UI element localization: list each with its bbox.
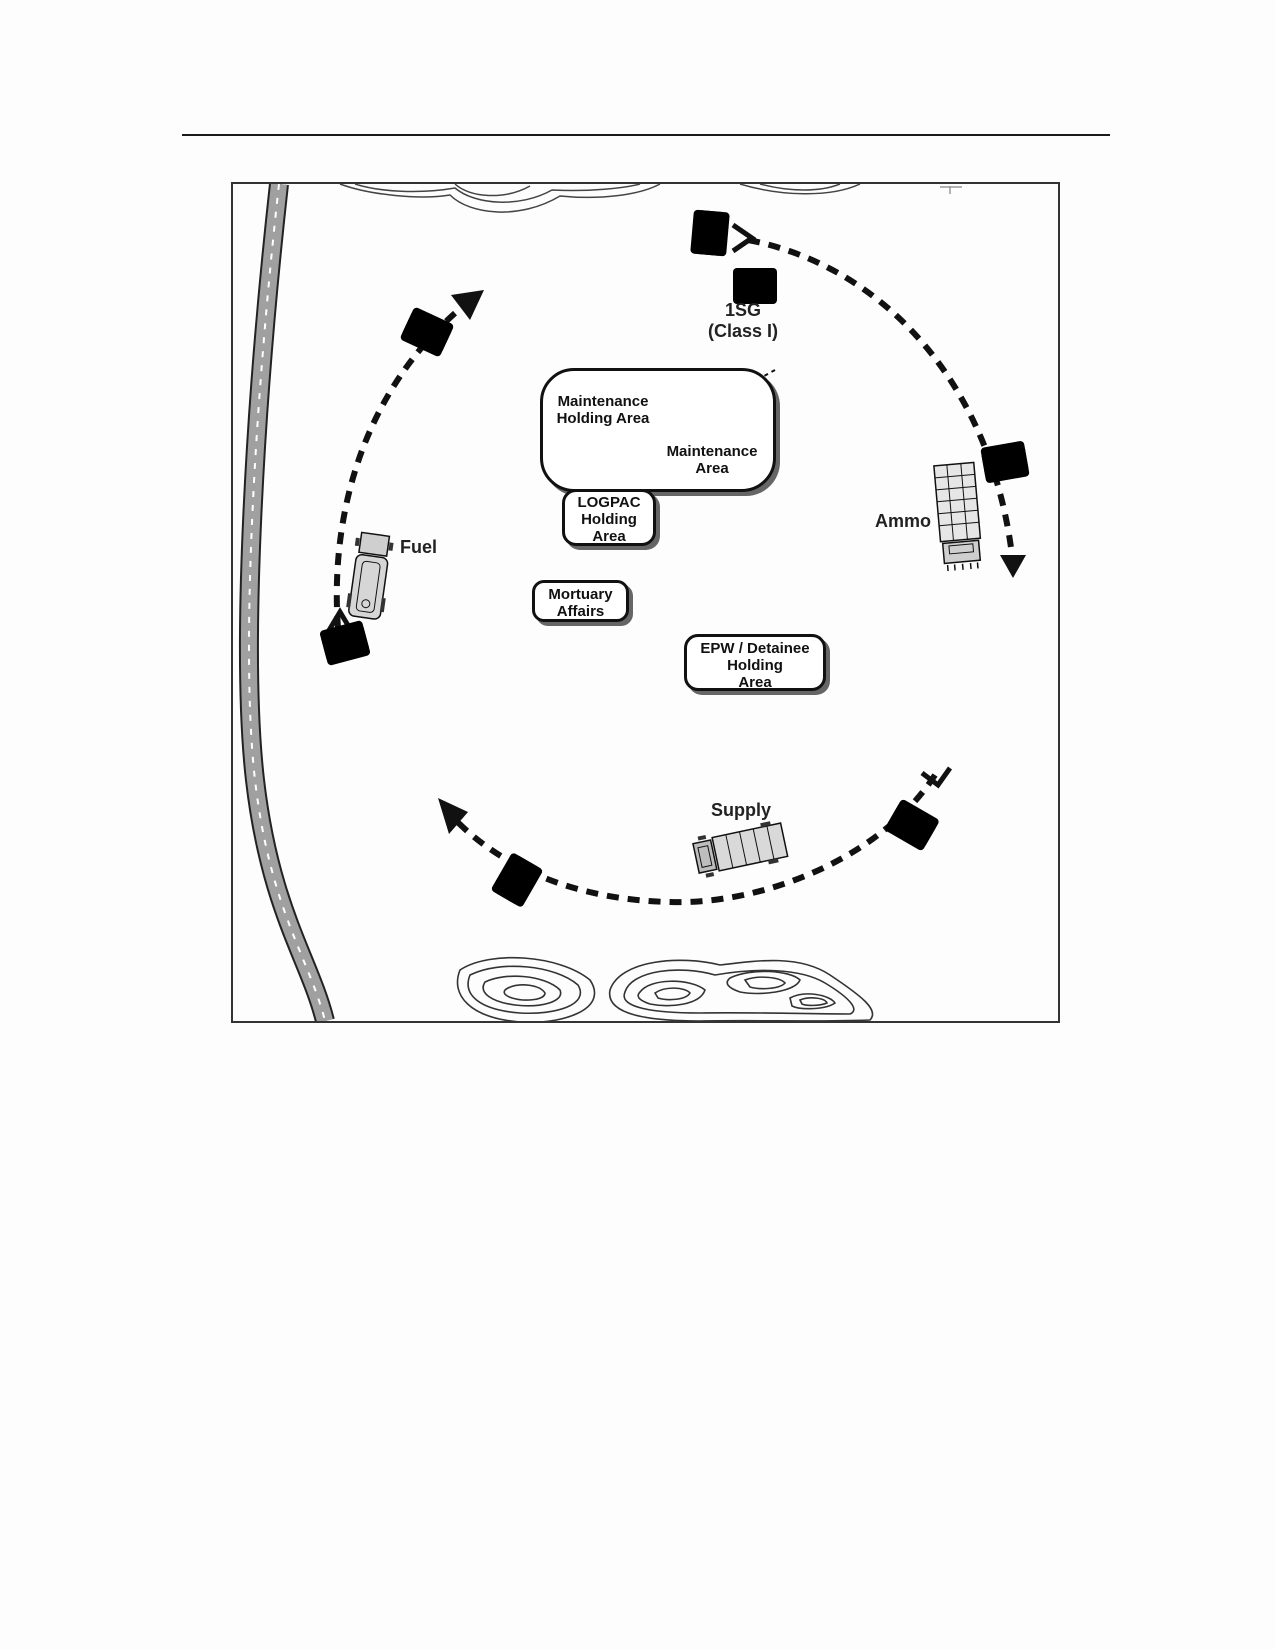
hmmwv-icon: [490, 851, 544, 909]
fuel-label: Fuel: [400, 537, 437, 557]
road: [238, 184, 335, 1021]
arrowhead-supply: [438, 798, 468, 834]
logpac-holding-area-box: LOGPAC Holding Area: [562, 489, 656, 546]
arc-fuel-route: [333, 299, 470, 629]
maintenance-holding-area-label: Maintenance Holding Area: [556, 393, 650, 427]
arrowhead-fuel: [451, 290, 484, 320]
epw-detainee-holding-area-box: EPW / Detainee Holding Area: [684, 634, 826, 691]
bottom-contours: [456, 956, 874, 1021]
hmmwv-icon: [733, 268, 777, 304]
chevron-ammo-start: [731, 222, 757, 254]
hmmwv-icon: [980, 440, 1030, 484]
maintenance-area-box: [540, 368, 776, 492]
header-rule: [182, 134, 1110, 136]
arrowhead-ammo: [1000, 555, 1026, 578]
maintenance-area-label: Maintenance Area: [666, 443, 758, 477]
hmmwv-icon: [399, 306, 455, 358]
ammo-label: Ammo: [875, 511, 931, 531]
first-sergeant-label: 1SG: [725, 300, 761, 320]
chevron-supply-start: [920, 766, 953, 789]
class-one-label: (Class I): [708, 321, 778, 341]
hmmwv-icon: [883, 798, 941, 852]
supply-truck-icon: [692, 821, 789, 878]
mortuary-affairs-box: Mortuary Affairs: [532, 580, 629, 622]
ammo-truck-icon: [933, 461, 982, 572]
supply-label: Supply: [711, 800, 771, 820]
fuel-tanker-icon: [346, 531, 394, 620]
hmmwv-icon: [319, 619, 371, 667]
top-contours: [339, 184, 962, 213]
hmmwv-icon: [690, 209, 730, 257]
